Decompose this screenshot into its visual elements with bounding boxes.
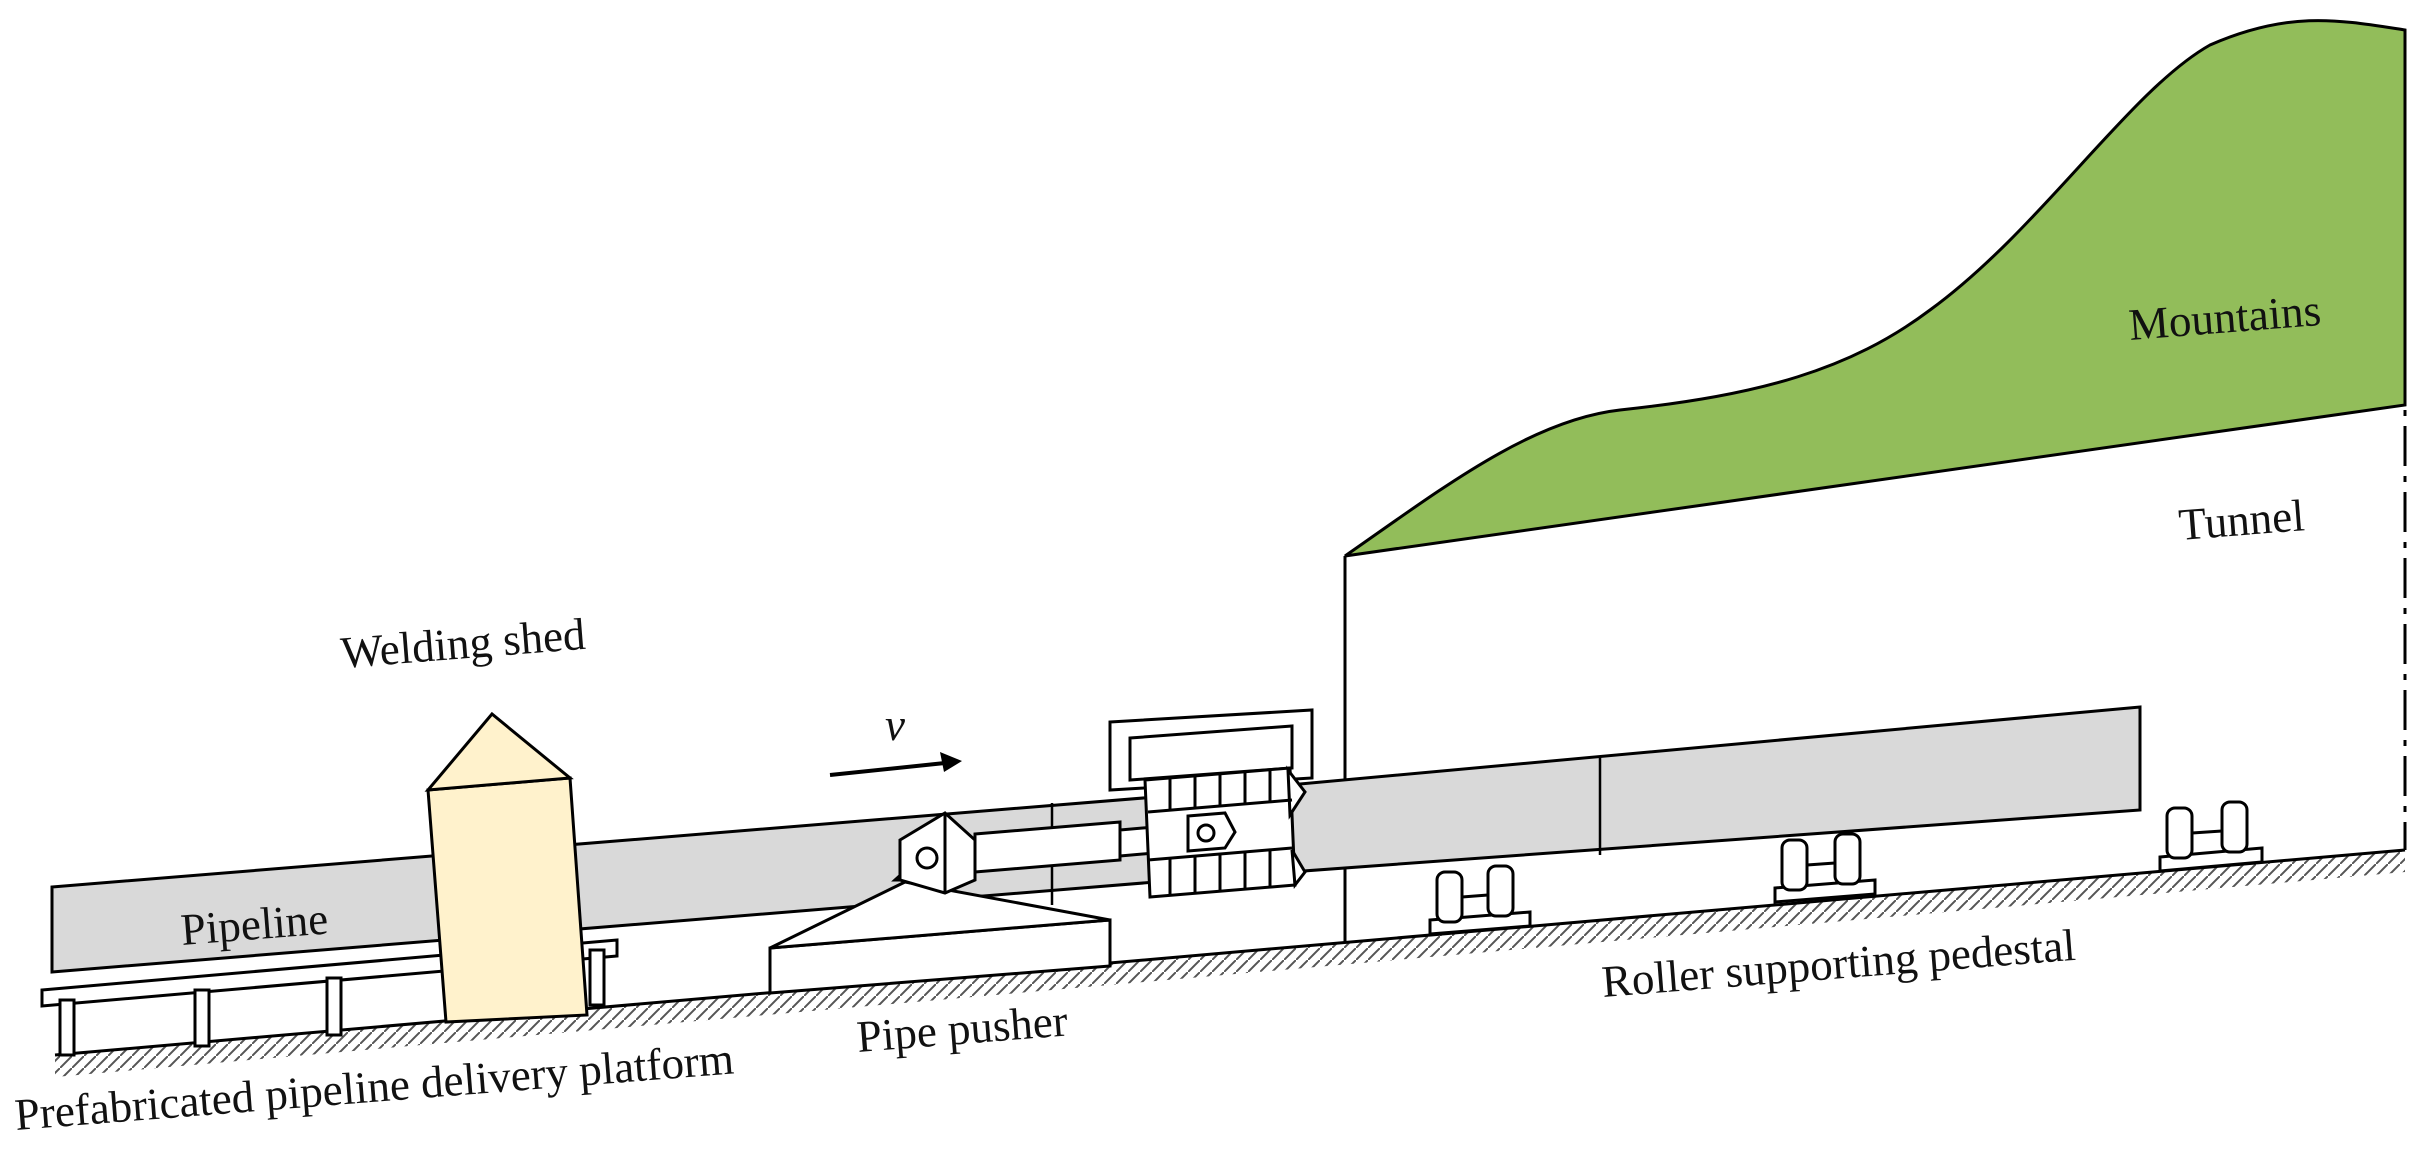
roller-pedestal-3: [2158, 800, 2264, 873]
mountains: [1344, 19, 2407, 558]
roller-pedestal-1: [1428, 864, 1532, 936]
velocity-arrow: [829, 752, 962, 777]
pipeline-label: Pipeline: [179, 894, 330, 955]
welding-shed: [424, 711, 589, 1024]
tunnel-label: Tunnel: [2177, 490, 2306, 550]
pipe-pusher-label: Pipe pusher: [855, 996, 1070, 1062]
pipe-clamp: [1108, 708, 1314, 899]
velocity-label: v: [885, 700, 905, 750]
pipeline-segment-front: [1178, 705, 2142, 882]
pipe-pusher: [768, 811, 1167, 995]
roller-pedestal-2: [1773, 832, 1877, 904]
welding-shed-label: Welding shed: [339, 609, 587, 678]
tunnel: [1343, 30, 2407, 942]
